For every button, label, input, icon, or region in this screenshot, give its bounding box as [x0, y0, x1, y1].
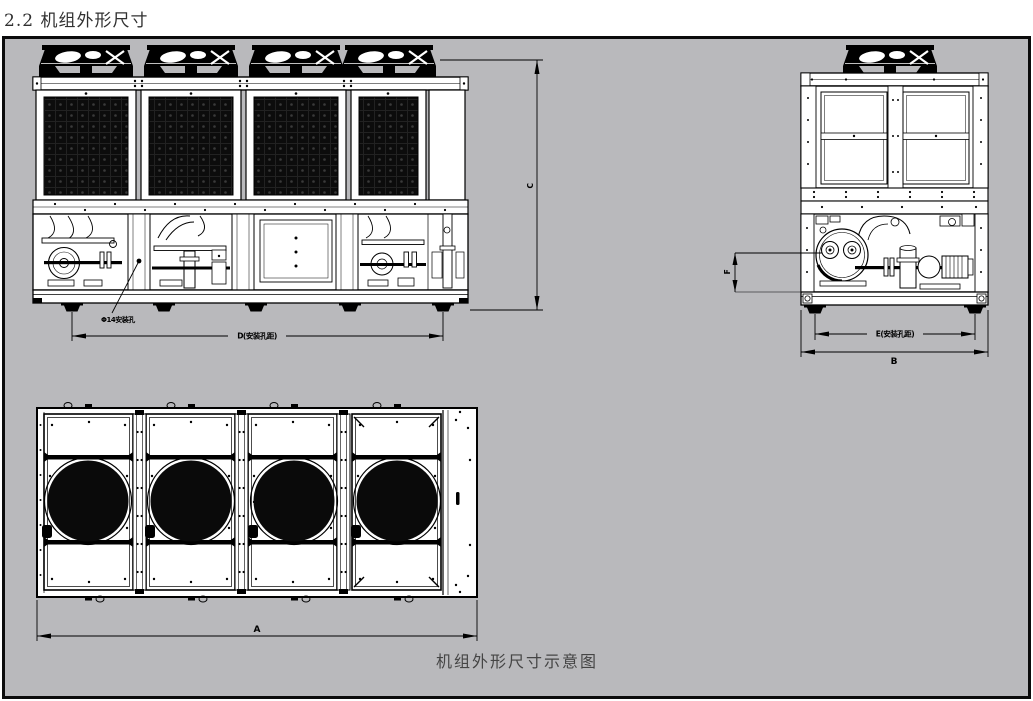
latch-mark [456, 492, 460, 505]
right-extension-panel [442, 410, 472, 595]
dimension-width-B: B [800, 310, 989, 367]
base-rail [32, 289, 469, 312]
mid-band-bolts [53, 202, 447, 212]
side-base-rail [800, 291, 989, 314]
side-rail-bolts [812, 190, 978, 209]
dimension-pipe-height-F: F [723, 252, 822, 293]
lifting-lugs [63, 402, 414, 603]
mounting-hole-note: Φ14安装孔 [101, 315, 135, 324]
pipe-height-label: F [723, 269, 732, 274]
side-machinery [800, 213, 989, 293]
section-heading: 2.2 机组外形尺寸 [4, 11, 149, 31]
fan-assembly-icon [841, 43, 939, 79]
width-label: B [891, 357, 898, 367]
side-hole-spacing-label: E(安装孔距) [876, 329, 915, 339]
rail-bolts [35, 79, 466, 88]
condenser-coil-panels [35, 89, 466, 201]
height-label: C [526, 183, 535, 189]
dimension-front-hole-spacing: D(安装孔距) [71, 312, 444, 341]
dimension-side-hole-spacing: E(安装孔距) [814, 314, 976, 340]
top-view: A [36, 402, 478, 641]
length-label: A [254, 625, 261, 635]
compressor-compartment [32, 213, 469, 291]
dimension-length-A: A [36, 600, 478, 641]
front-view: Φ14安装孔 C D(安装孔距) [32, 43, 543, 341]
side-view: F E(安装孔距) B [723, 43, 989, 367]
front-hole-spacing-label: D(安装孔距) [237, 331, 277, 341]
mounting-hole-callout: Φ14安装孔 [101, 258, 142, 324]
side-frame-doors [800, 85, 989, 189]
drawing-caption: 机组外形尺寸示意图 [436, 652, 598, 671]
dimension-height-C: C [440, 59, 543, 311]
